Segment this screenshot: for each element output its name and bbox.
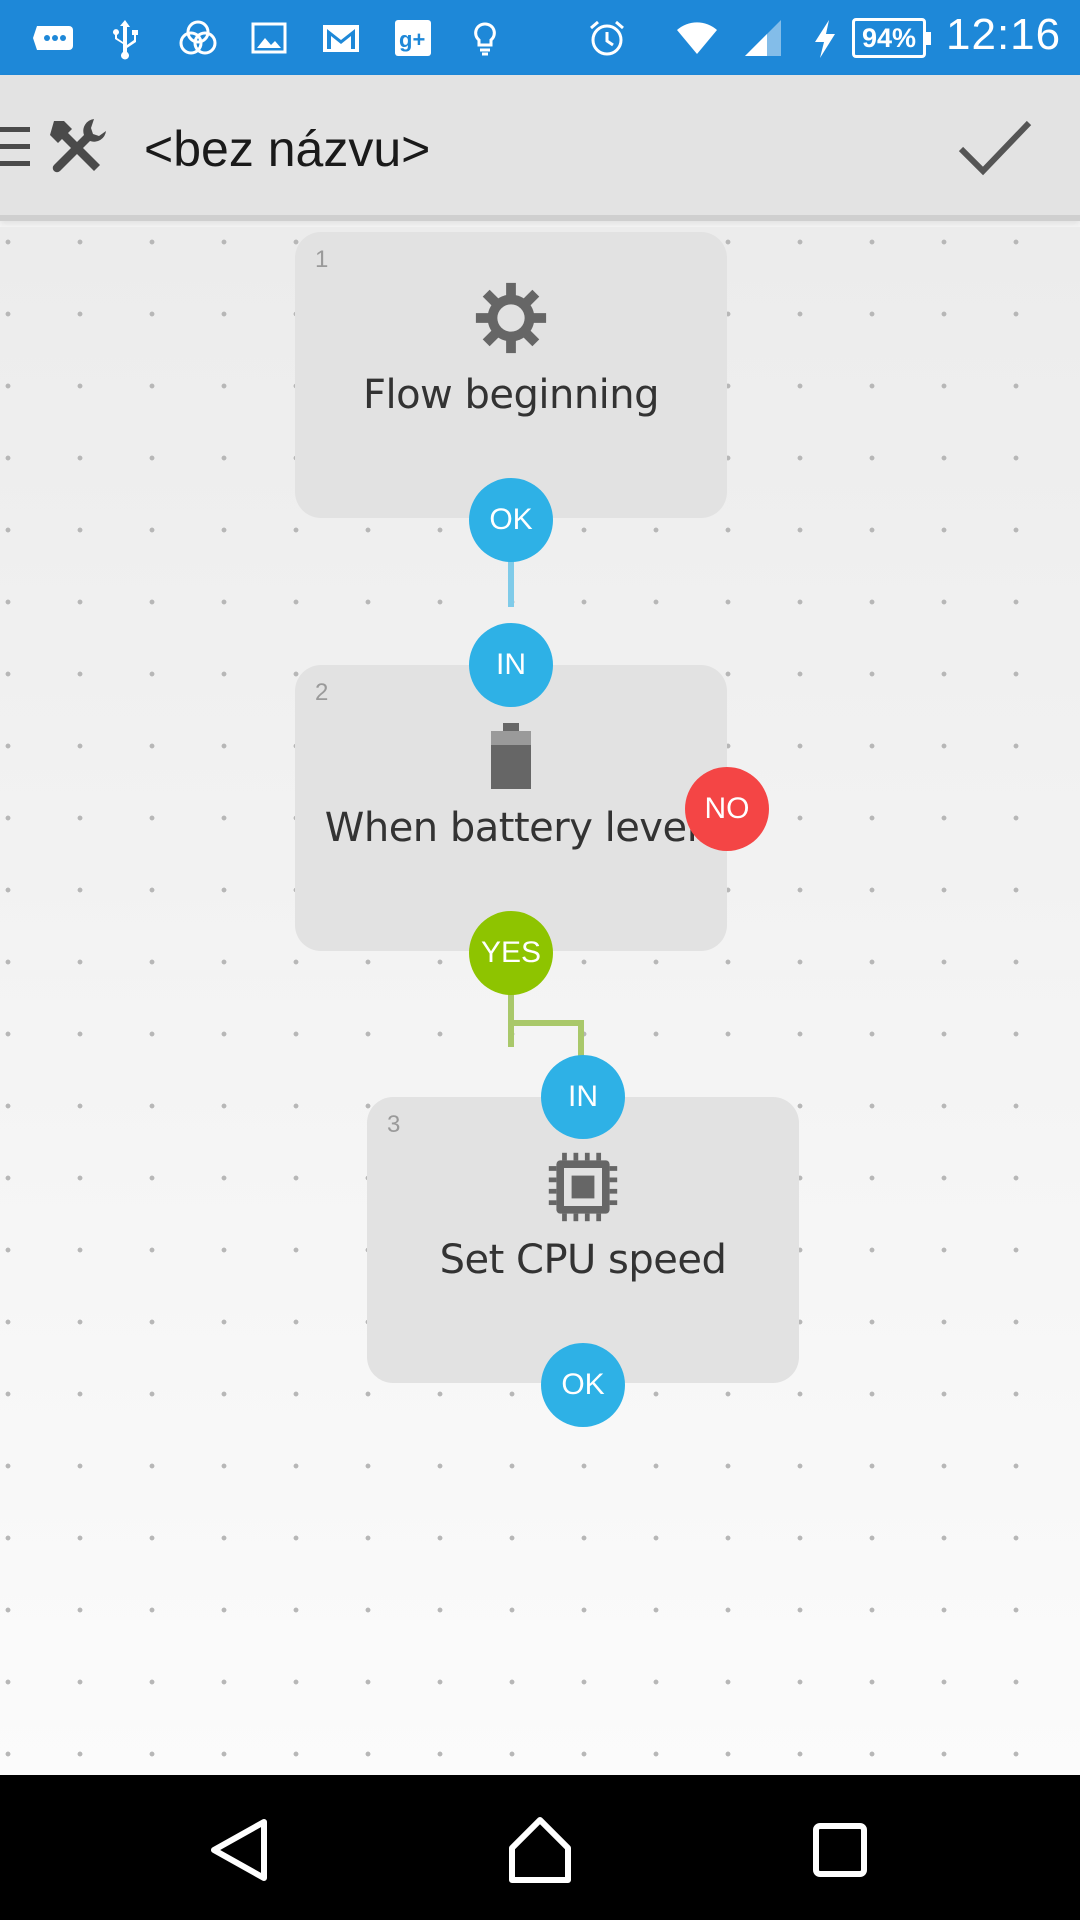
signal-icon <box>740 16 786 60</box>
port-in[interactable]: IN <box>469 623 553 707</box>
toolbar: <bez názvu> <box>0 75 1080 221</box>
home-icon[interactable] <box>500 1810 580 1890</box>
gmail-icon <box>318 16 364 60</box>
status-bar: g+ 94% 12:16 <box>0 0 1080 75</box>
confirm-check-icon[interactable] <box>955 113 1035 183</box>
node-label: Set CPU speed <box>439 1237 727 1283</box>
node-number: 2 <box>315 679 329 706</box>
node-number: 1 <box>315 246 329 273</box>
battery-icon <box>481 721 541 791</box>
recent-apps-icon[interactable] <box>800 1810 880 1890</box>
flow-canvas[interactable]: 1 Flow beginning OK 2 <box>0 227 1080 1775</box>
usb-icon <box>102 16 148 60</box>
port-yes[interactable]: YES <box>469 911 553 995</box>
lightbulb-icon <box>462 16 508 60</box>
alarm-icon <box>584 16 630 60</box>
google-plus-icon: g+ <box>390 16 436 60</box>
gallery-icon <box>246 16 292 60</box>
connection-wire <box>508 1020 584 1026</box>
battery-percent: 94% <box>852 18 931 58</box>
port-ok[interactable]: OK <box>541 1343 625 1427</box>
page-title: <bez názvu> <box>144 121 431 177</box>
node-number: 3 <box>387 1111 401 1138</box>
navigation-bar <box>0 1775 1080 1920</box>
drawer-menu-icon[interactable] <box>0 127 30 167</box>
tools-icon <box>46 115 120 181</box>
clock: 12:16 <box>946 10 1062 59</box>
charging-icon <box>802 16 848 60</box>
port-ok[interactable]: OK <box>469 478 553 562</box>
connection-wire <box>578 1020 584 1060</box>
node-label: When battery level <box>324 805 698 851</box>
more-notifications-icon <box>30 16 76 60</box>
network-icon <box>175 16 221 60</box>
flow-node-battery-level[interactable]: 2 When battery level <box>295 665 727 951</box>
cpu-chip-icon <box>543 1147 623 1227</box>
connection-wire <box>508 987 514 1047</box>
flow-node-cpu-speed[interactable]: 3 Set CPU speed <box>367 1097 799 1383</box>
back-icon[interactable] <box>200 1810 280 1890</box>
connection-wire <box>508 527 514 607</box>
port-no[interactable]: NO <box>685 767 769 851</box>
gear-icon <box>471 278 551 358</box>
flow-node-beginning[interactable]: 1 Flow beginning <box>295 232 727 518</box>
port-in[interactable]: IN <box>541 1055 625 1139</box>
node-label: Flow beginning <box>362 372 660 418</box>
wifi-icon <box>674 16 720 60</box>
svg-text:g+: g+ <box>399 27 425 52</box>
